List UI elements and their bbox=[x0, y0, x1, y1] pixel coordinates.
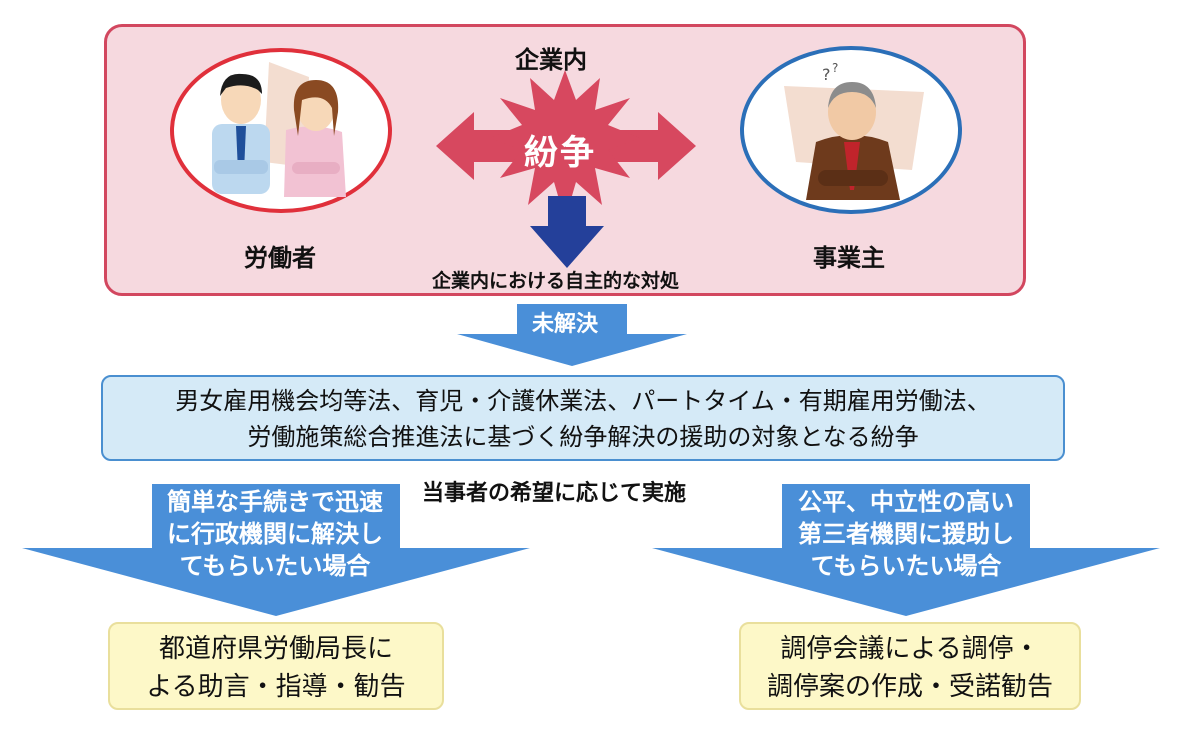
law-line-2: 労働施策総合推進法に基づく紛争解決の援助の対象となる紛争 bbox=[247, 423, 919, 451]
worker-couple-illustration bbox=[212, 62, 346, 197]
dispute-label: 紛争 bbox=[524, 133, 596, 173]
right-arrow-line-2: 第三者機関に援助し bbox=[798, 520, 1014, 548]
svg-text:?: ? bbox=[832, 61, 838, 75]
left-result-line-2: よる助言・指導・勧告 bbox=[146, 672, 406, 702]
left-result-box: 都道府県労働局長に よる助言・指導・勧告 bbox=[108, 622, 444, 710]
unresolved-arrow bbox=[457, 304, 687, 366]
left-result-line-1: 都道府県労働局長に bbox=[158, 634, 393, 664]
employer-illustration: ? ? bbox=[784, 61, 924, 200]
worker-label: 労働者 bbox=[244, 244, 316, 272]
svg-text:?: ? bbox=[822, 65, 831, 84]
right-result-box: 調停会議による調停・ 調停案の作成・受諾勧告 bbox=[739, 622, 1081, 710]
down-arrow-icon bbox=[530, 196, 604, 268]
right-arrow-line-3: てもらいたい場合 bbox=[810, 552, 1002, 580]
employer-label: 事業主 bbox=[813, 244, 885, 272]
law-box: 男女雇用機会均等法、育児・介護休業法、パートタイム・有期雇用労働法、 労働施策総… bbox=[101, 375, 1065, 461]
left-arrow-line-1: 簡単な手続きで迅速 bbox=[167, 488, 383, 516]
right-arrow-line-1: 公平、中立性の高い bbox=[798, 488, 1014, 516]
unresolved-label: 未解決 bbox=[532, 312, 599, 337]
right-path-arrow-text: 公平、中立性の高い 第三者機関に援助し てもらいたい場合 bbox=[786, 486, 1026, 582]
self-resolution-label: 企業内における自主的な対処 bbox=[432, 270, 680, 292]
right-result-line-1: 調停会議による調停・ bbox=[780, 634, 1040, 664]
right-path-arrow bbox=[652, 484, 1160, 616]
left-arrow-line-3: てもらいたい場合 bbox=[179, 552, 371, 580]
left-path-arrow-text: 簡単な手続きで迅速 に行政機関に解決し てもらいたい場合 bbox=[155, 486, 395, 582]
right-result-line-2: 調停案の作成・受諾勧告 bbox=[766, 672, 1053, 702]
company-title: 企業内 bbox=[515, 46, 587, 74]
worker-circle bbox=[170, 48, 392, 213]
law-line-1: 男女雇用機会均等法、育児・介護休業法、パートタイム・有期雇用労働法、 bbox=[175, 387, 991, 415]
center-note: 当事者の希望に応じて実施 bbox=[422, 481, 687, 506]
employer-circle: ? ? bbox=[740, 46, 962, 214]
starburst-icon bbox=[490, 70, 640, 220]
left-path-arrow bbox=[22, 484, 530, 616]
left-arrow-line-2: に行政機関に解決し bbox=[167, 520, 383, 548]
